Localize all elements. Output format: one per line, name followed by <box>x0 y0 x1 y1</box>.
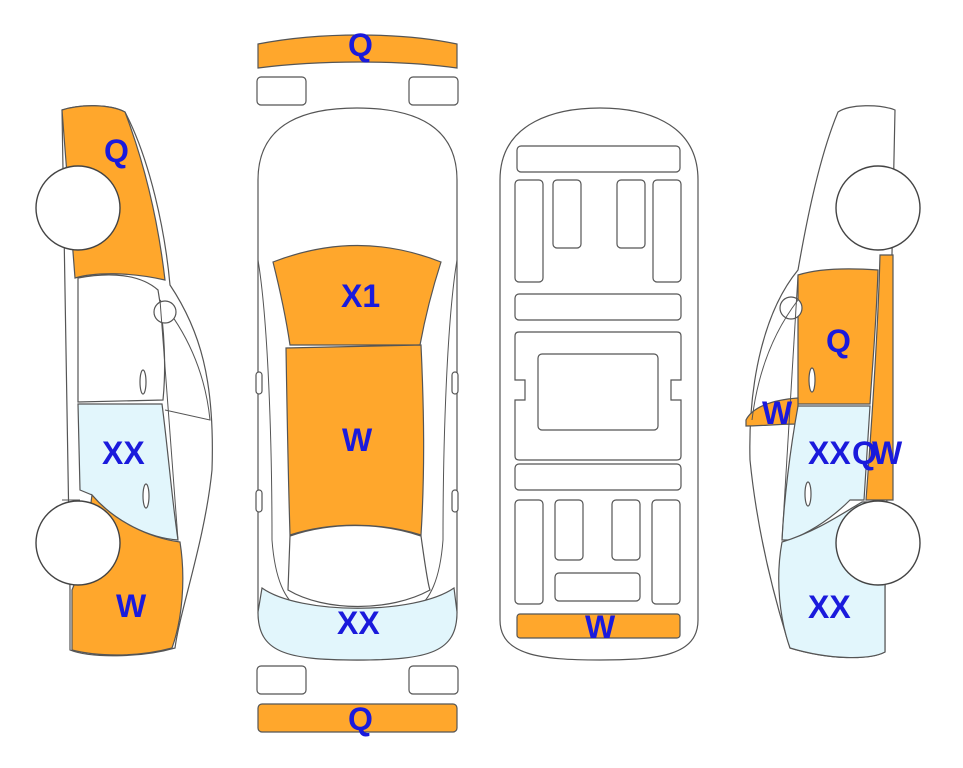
label-left-rear-door: XX <box>102 435 145 471</box>
trunk[interactable] <box>257 586 458 661</box>
rear-window <box>287 524 431 608</box>
top-right-side-line <box>414 259 458 611</box>
under-panel-9 <box>514 463 682 491</box>
left-rear-wheel <box>35 500 121 586</box>
left-side-view <box>35 105 213 657</box>
top-view <box>255 34 459 733</box>
left-door-handle-front <box>139 369 147 395</box>
left-front-window <box>77 274 166 403</box>
left-door-handle-rear <box>142 483 150 509</box>
label-left-front-fender: Q <box>104 133 129 169</box>
top-left-mirror <box>255 371 263 395</box>
label-underbody-rear: W <box>585 609 616 645</box>
right-door-handle-front <box>808 367 816 393</box>
under-panel-11 <box>554 499 584 561</box>
right-window-line <box>751 299 799 421</box>
right-front-wheel <box>835 165 921 251</box>
windshield[interactable] <box>272 244 442 346</box>
label-roof: W <box>342 422 373 458</box>
label-right-front-door: Q <box>826 323 851 359</box>
label-front-bumper: Q <box>348 27 373 63</box>
label-right-pillar-q: Q <box>852 435 877 471</box>
front-left-light <box>256 76 307 106</box>
left-mirror <box>153 300 177 324</box>
right-pillar-strip[interactable] <box>865 254 894 501</box>
label-right-pillar-w: W <box>872 435 903 471</box>
right-rear-wheel <box>835 500 921 586</box>
label-left-rear-quarter: W <box>116 588 147 624</box>
under-panel-14 <box>554 572 641 602</box>
under-panel-12 <box>611 499 641 561</box>
under-panel-6 <box>514 293 682 321</box>
underbody-rear-panel[interactable] <box>516 613 681 639</box>
under-panel-2 <box>514 179 544 283</box>
front-right-light <box>408 76 459 106</box>
right-door-handle-rear <box>804 481 812 507</box>
top-left-side-line <box>257 259 301 611</box>
front-bumper[interactable] <box>257 34 458 69</box>
right-side-view <box>745 105 921 659</box>
left-front-wheel <box>35 165 121 251</box>
under-panel-1 <box>516 145 681 173</box>
right-front-door[interactable] <box>797 268 879 405</box>
under-panel-13 <box>651 499 681 605</box>
right-door-line <box>781 274 799 541</box>
under-panel-3 <box>552 179 582 249</box>
under-panel-10 <box>514 499 544 605</box>
label-rear-bumper: Q <box>348 701 373 737</box>
rear-bumper[interactable] <box>257 703 458 733</box>
rear-left-light <box>256 665 307 695</box>
rear-right-light <box>408 665 459 695</box>
top-right-handle <box>451 489 459 513</box>
left-door-line <box>159 299 179 541</box>
right-mirror-circle <box>779 296 803 320</box>
label-trunk: XX <box>337 605 380 641</box>
right-rear-door[interactable] <box>781 405 871 541</box>
label-right-rear-quarter: XX <box>808 589 851 625</box>
top-left-handle <box>255 489 263 513</box>
damage-labels: Q Q XX W X1 W XX Q W Q W XX Q W XX <box>102 27 903 737</box>
under-panel-8 <box>537 353 659 431</box>
underbody-view <box>499 107 699 661</box>
top-right-mirror <box>451 371 459 395</box>
label-right-rear-door: XX <box>808 435 851 471</box>
label-right-mirror: W <box>762 395 793 431</box>
label-roof-front: X1 <box>341 278 380 314</box>
under-panel-4 <box>616 179 646 249</box>
under-panel-5 <box>652 179 682 283</box>
